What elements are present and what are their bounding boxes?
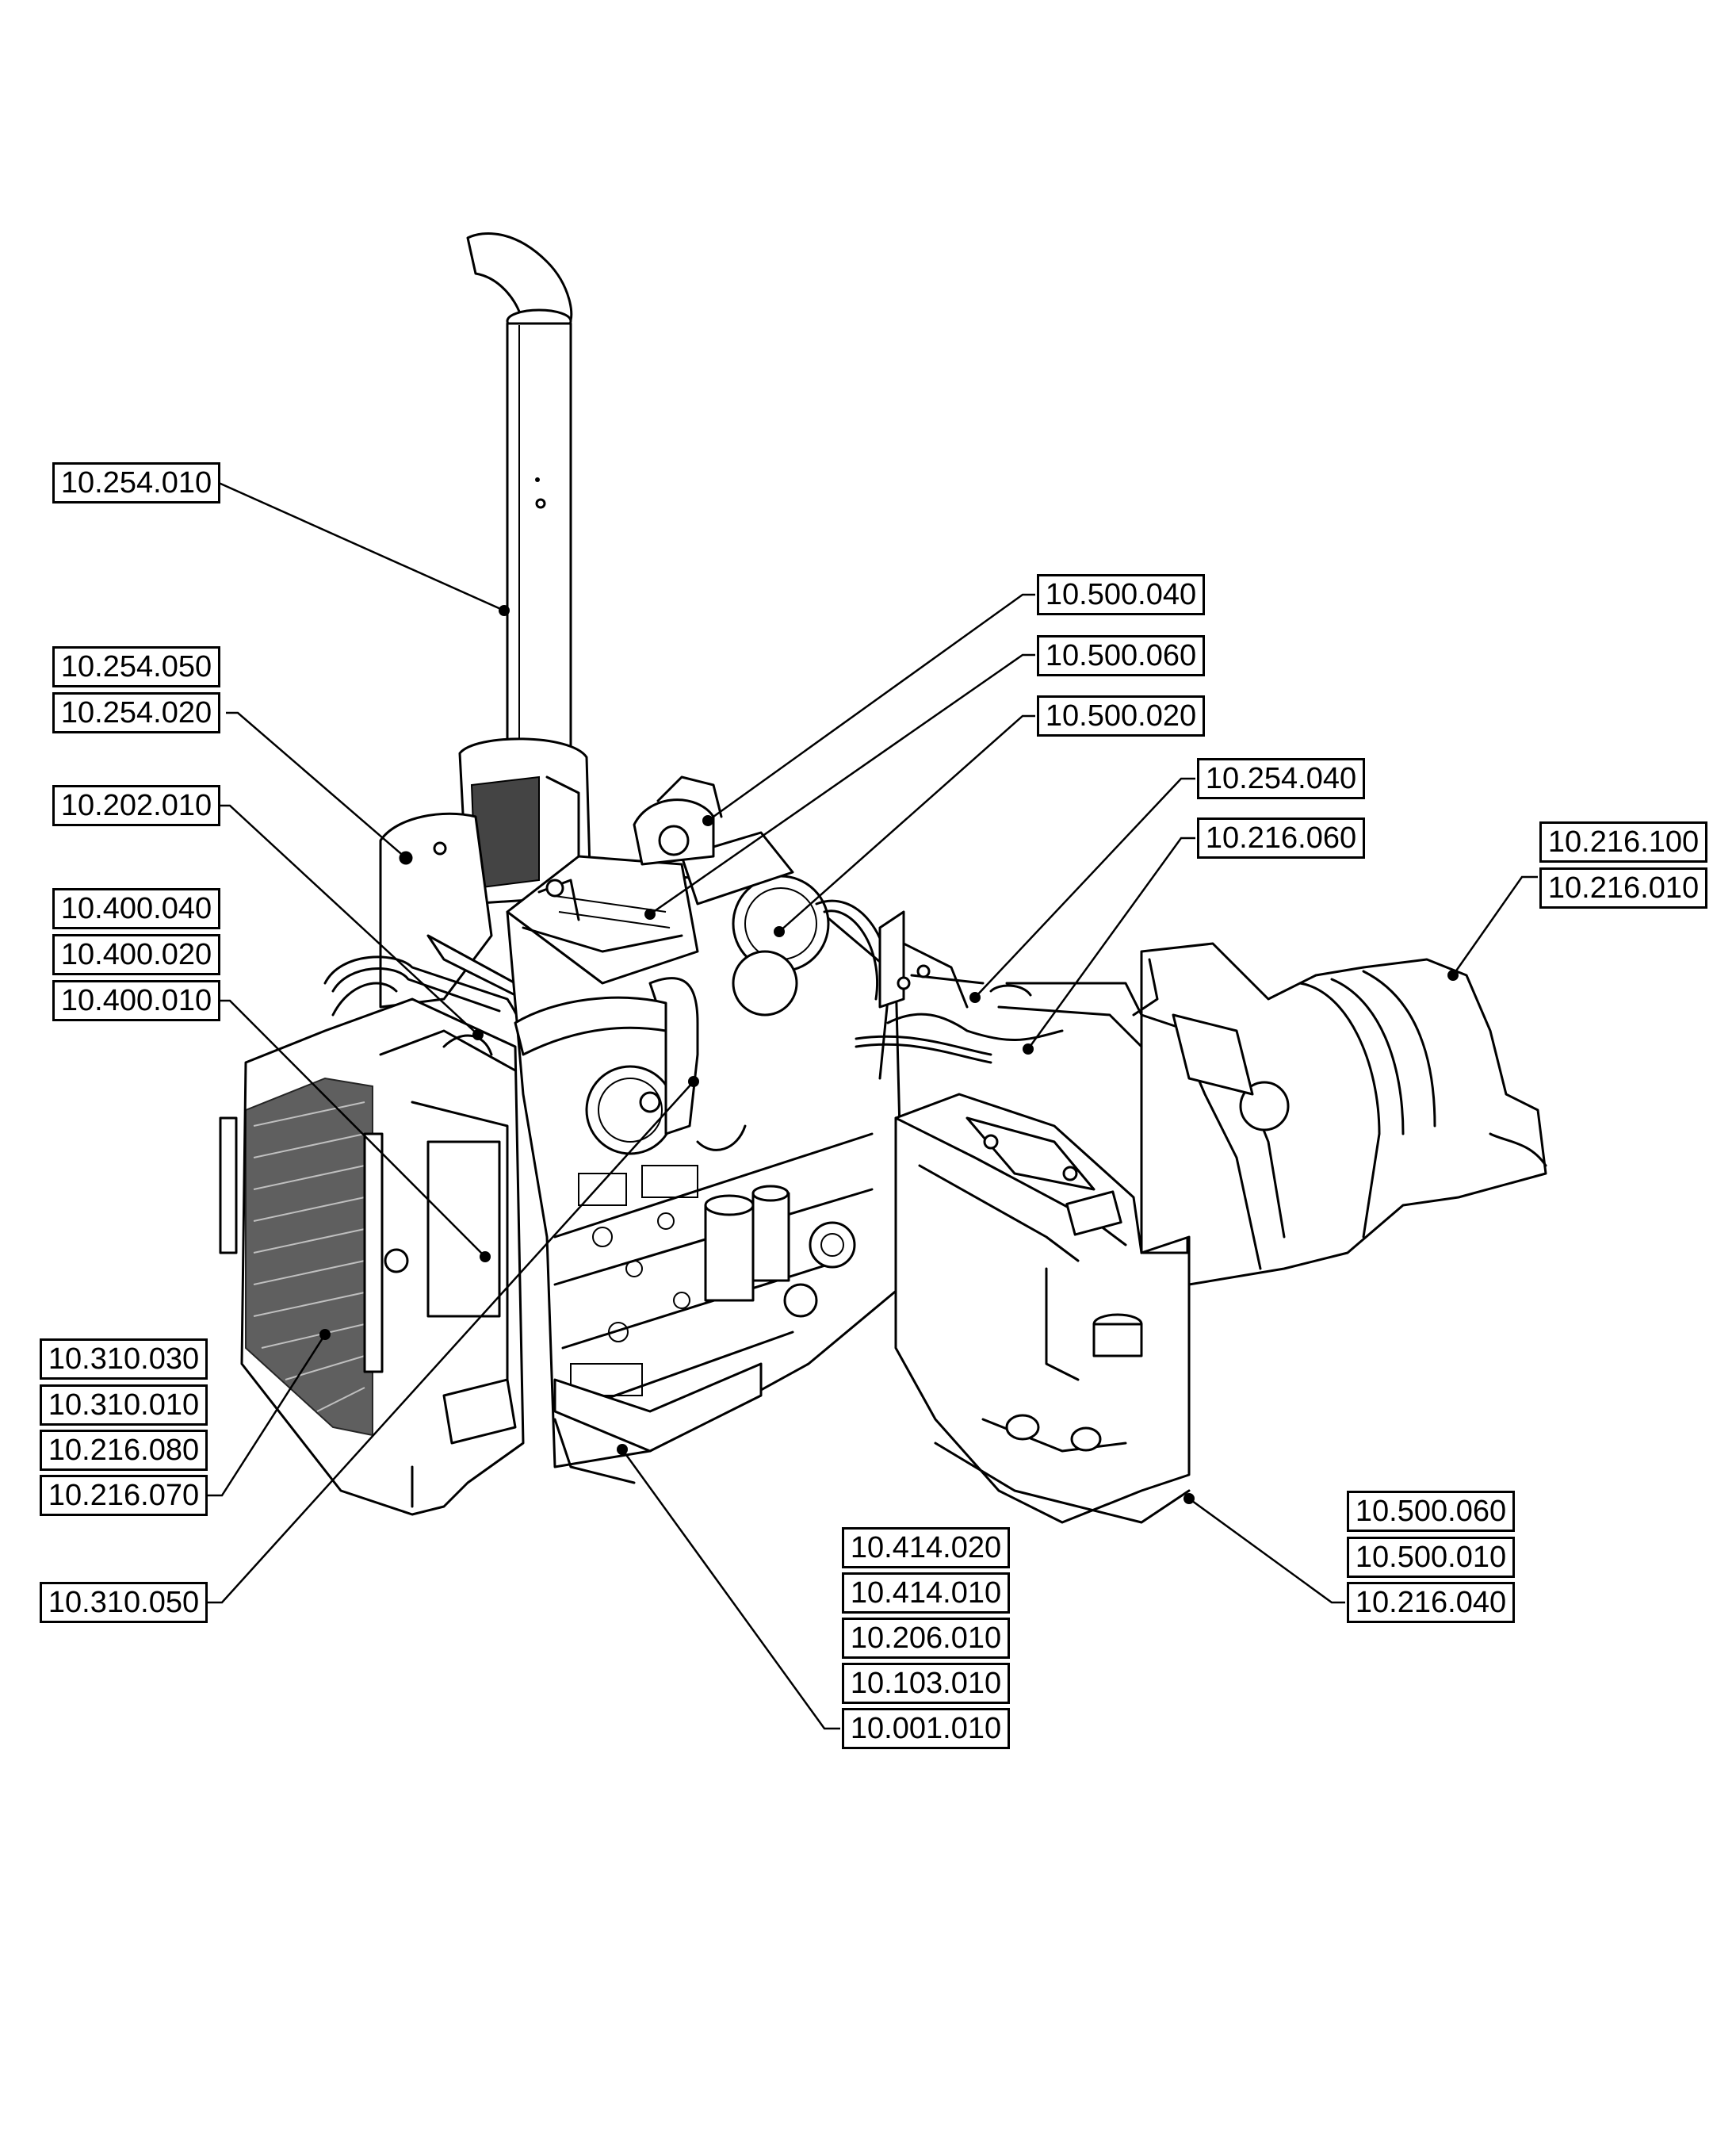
callout-10-216-060[interactable]: 10.216.060 — [1197, 817, 1365, 859]
callout-10-254-010[interactable]: 10.254.010 — [52, 462, 220, 503]
air-cleaner-housing — [379, 812, 493, 1009]
callout-10-500-060-top[interactable]: 10.500.060 — [1037, 635, 1205, 676]
callout-10-400-020[interactable]: 10.400.020 — [52, 934, 220, 975]
callout-10-414-010[interactable]: 10.414.010 — [842, 1572, 1010, 1614]
callout-10-103-010[interactable]: 10.103.010 — [842, 1663, 1010, 1704]
callout-10-216-070[interactable]: 10.216.070 — [40, 1475, 208, 1516]
callout-10-254-050[interactable]: 10.254.050 — [52, 646, 220, 687]
callout-10-254-020[interactable]: 10.254.020 — [52, 692, 220, 733]
engine-block — [506, 855, 905, 1484]
callout-10-202-010[interactable]: 10.202.010 — [52, 785, 220, 826]
callout-10-001-010[interactable]: 10.001.010 — [842, 1708, 1010, 1749]
callout-10-206-010[interactable]: 10.206.010 — [842, 1618, 1010, 1659]
muffler-housing — [458, 737, 592, 906]
callout-10-500-040[interactable]: 10.500.040 — [1037, 574, 1205, 615]
callout-10-414-020[interactable]: 10.414.020 — [842, 1527, 1010, 1568]
callout-10-216-040[interactable]: 10.216.040 — [1347, 1582, 1515, 1623]
callout-10-254-040[interactable]: 10.254.040 — [1197, 758, 1365, 799]
exhaust-stack — [466, 232, 573, 763]
callout-10-500-020[interactable]: 10.500.020 — [1037, 695, 1205, 737]
callout-10-400-010[interactable]: 10.400.010 — [52, 980, 220, 1021]
brackets — [878, 910, 1032, 1009]
callout-10-216-010[interactable]: 10.216.010 — [1539, 867, 1707, 909]
callout-10-500-060-bottom[interactable]: 10.500.060 — [1347, 1491, 1515, 1532]
callout-10-216-080[interactable]: 10.216.080 — [40, 1430, 208, 1471]
callout-10-216-100[interactable]: 10.216.100 — [1539, 821, 1707, 863]
air-intake — [514, 775, 830, 1155]
callout-10-400-040[interactable]: 10.400.040 — [52, 888, 220, 929]
callout-10-310-010[interactable]: 10.310.010 — [40, 1384, 208, 1426]
fuel-tank — [894, 1093, 1191, 1524]
callout-10-310-050[interactable]: 10.310.050 — [40, 1582, 208, 1623]
leader-lines — [208, 481, 1538, 1730]
callout-10-310-030[interactable]: 10.310.030 — [40, 1338, 208, 1380]
cooling-pack — [219, 982, 525, 1516]
callout-10-500-010[interactable]: 10.500.010 — [1347, 1537, 1515, 1578]
rear-housing — [997, 942, 1547, 1286]
